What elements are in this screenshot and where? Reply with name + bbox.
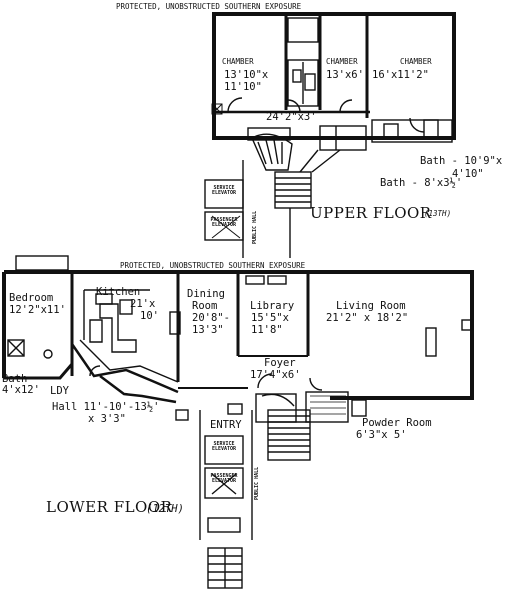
lower-kitchen-dim-b: 10' [140, 310, 159, 322]
lower-hall-dim-b: x 3'3" [88, 413, 126, 425]
lower-foyer-name: Foyer [264, 357, 296, 369]
upper-passenger-elevator: PASSENGER ELEVATOR [210, 217, 238, 229]
lower-public-hall: PUBLIC HALL [254, 466, 260, 500]
upper-floor-number: (13TH) [424, 209, 452, 218]
lower-library-dim-b: 11'8" [251, 324, 283, 336]
lower-dining-dim-a: 20'8"- [192, 312, 230, 324]
upper-chamber-3-dim: 16'x11'2" [372, 69, 429, 81]
upper-chamber-2-name: CHAMBER [326, 57, 358, 66]
upper-chamber-1-dim-b: 11'10" [224, 81, 262, 93]
lower-dining-name-b: Room [192, 300, 218, 312]
lower-powder-dim: 6'3"x 5' [356, 429, 407, 441]
upper-hall-dim: 24'2"x3' [266, 111, 317, 123]
lower-living-name: Living Room [336, 300, 406, 312]
lower-laundry: LDY [50, 385, 69, 397]
lower-hall-dim-a: Hall 11'-10'-13½' [52, 401, 160, 413]
lower-floor-number: (12TH) [146, 503, 184, 515]
lower-floor-walls [2, 255, 474, 589]
upper-exposure-note: PROTECTED, UNOBSTRUCTED SOUTHERN EXPOSUR… [116, 2, 302, 11]
lower-floor-title: LOWER FLOOR [46, 498, 173, 516]
lower-bedroom-name: Bedroom [9, 292, 54, 304]
lower-kitchen-dim-a: 21'x [130, 298, 156, 310]
lower-foyer-dim: 17'4"x6' [250, 369, 301, 381]
upper-floor-walls [204, 12, 456, 258]
upper-public-hall: PUBLIC HALL [252, 210, 258, 244]
lower-library-name: Library [250, 300, 295, 312]
lower-bath-dim: 4'x12' [2, 384, 40, 396]
upper-chamber-3-name: CHAMBER [400, 57, 432, 66]
lower-passenger-elevator: PASSENGER ELEVATOR [210, 473, 238, 485]
upper-chamber-1-name: CHAMBER [222, 57, 254, 66]
upper-bath-1-name: Bath - 10'9"x [420, 155, 503, 167]
lower-living-dim: 21'2" x 18'2" [326, 312, 409, 324]
lower-library-dim-a: 15'5"x [251, 312, 289, 324]
lower-entry: ENTRY [210, 419, 242, 431]
lower-dining-name-a: Dining [187, 288, 225, 300]
upper-floor-title: UPPER FLOOR [310, 204, 432, 222]
lower-powder-name: Powder Room [362, 417, 432, 429]
lower-exposure-note: PROTECTED, UNOBSTRUCTED SOUTHERN EXPOSUR… [120, 261, 306, 270]
lower-dining-dim-b: 13'3" [192, 324, 224, 336]
upper-service-elevator: SERVICE ELEVATOR [211, 185, 237, 197]
lower-bath-name: Bath - [2, 373, 40, 385]
lower-kitchen-name: Kitchen [96, 286, 141, 298]
upper-chamber-2-dim: 13'x6' [326, 69, 364, 81]
upper-bath-1-dim: 4'10" [452, 168, 484, 180]
lower-service-elevator: SERVICE ELEVATOR [211, 441, 237, 453]
lower-bedroom-dim: 12'2"x11' [9, 304, 66, 316]
upper-bath-2: Bath - 8'x3½' [380, 177, 463, 189]
upper-chamber-1-dim-a: 13'10"x [224, 69, 269, 81]
